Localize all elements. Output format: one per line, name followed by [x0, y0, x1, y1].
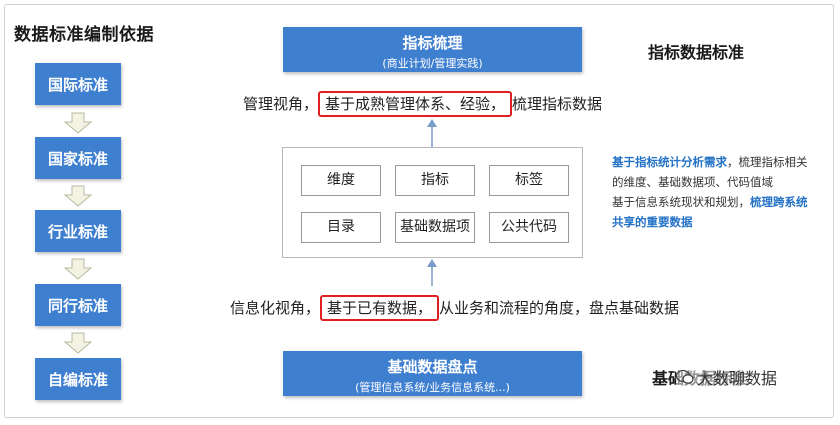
standard-industry: 行业标准 — [35, 210, 121, 252]
chat-bubble-icon — [676, 369, 694, 384]
arrow-up-icon — [427, 119, 437, 148]
cell-public-code: 公共代码 — [489, 212, 569, 243]
highlight-box: 基于已有数据， — [320, 295, 440, 321]
indicator-sorting-block: 指标梳理 (商业计划/管理实践) — [283, 27, 582, 72]
note-text-2: 基于信息系统现状和规划， — [612, 195, 750, 209]
cell-dimension: 维度 — [301, 165, 381, 196]
side-note: 基于指标统计分析需求，梳理指标相关的维度、基础数据项、代码值域 基于信息系统现状… — [612, 152, 817, 232]
standard-peer: 同行标准 — [35, 284, 121, 326]
note-text-1: ，梳理指标相关的维度、基础数据项、代码值域 — [612, 155, 808, 189]
block-title: 基础数据盘点 — [387, 358, 478, 376]
down-arrow-icon — [63, 112, 93, 134]
standard-international: 国际标准 — [35, 63, 121, 105]
block-subtitle: (商业计划/管理实践) — [382, 57, 483, 70]
data-elements-grid: 维度 指标 标签 目录 基础数据项 公共代码 — [282, 147, 583, 258]
basic-data-inventory-block: 基础数据盘点 (管理信息系统/业务信息系统...) — [283, 351, 582, 396]
down-arrow-icon — [63, 185, 93, 207]
down-arrow-icon — [63, 258, 93, 280]
block-title: 指标梳理 — [402, 34, 463, 52]
line-suffix: 从业务和流程的角度，盘点基础数据 — [439, 299, 680, 317]
cell-indicator: 指标 — [395, 165, 475, 196]
arrow-up-icon — [427, 259, 437, 286]
block-subtitle: (管理信息系统/业务信息系统...) — [355, 381, 510, 394]
line-prefix: 管理视角， — [243, 95, 319, 113]
watermark: 大数聊数据 — [676, 365, 778, 389]
indicator-data-standard-title: 指标数据标准 — [648, 43, 745, 62]
cell-catalog: 目录 — [301, 212, 381, 243]
informatization-perspective-line: 信息化视角，基于已有数据，从业务和流程的角度，盘点基础数据 — [230, 295, 680, 321]
line-prefix: 信息化视角， — [230, 299, 321, 317]
highlight-box: 基于成熟管理体系、经验， — [318, 91, 513, 117]
standard-national: 国家标准 — [35, 137, 121, 179]
down-arrow-icon — [63, 332, 93, 354]
cell-basic-data-item: 基础数据项 — [395, 212, 475, 243]
note-strong-2: 梳理跨系统共享的重要数据 — [612, 195, 808, 229]
line-suffix: 梳理指标数据 — [512, 95, 603, 113]
management-perspective-line: 管理视角，基于成熟管理体系、经验，梳理指标数据 — [243, 91, 603, 117]
left-column-title: 数据标准编制依据 — [14, 25, 154, 45]
standard-self: 自编标准 — [35, 358, 121, 400]
watermark-text: 大数聊数据 — [697, 369, 778, 388]
note-strong-1: 基于指标统计分析需求 — [612, 155, 727, 169]
cell-tag: 标签 — [489, 165, 569, 196]
